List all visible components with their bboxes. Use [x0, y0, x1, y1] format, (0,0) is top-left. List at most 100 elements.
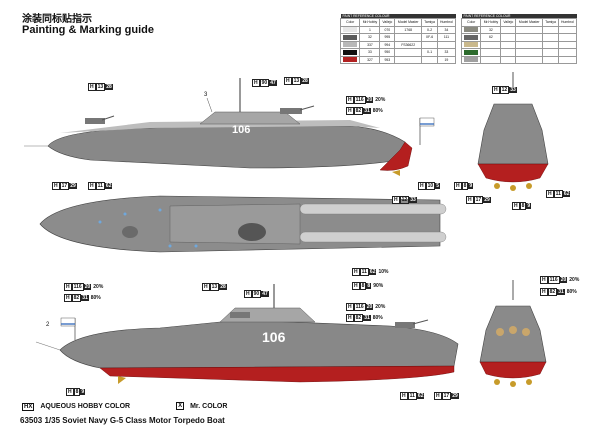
color-swatch: [464, 42, 479, 48]
code-h-prefix: H: [346, 302, 354, 311]
code-h-prefix: H: [352, 281, 360, 290]
product-title: 63503 1/35 Soviet Navy G-5 Class Motor T…: [20, 416, 225, 425]
code-m-number: 62: [368, 268, 377, 275]
code-h-prefix: H: [346, 313, 354, 322]
title-en: Painting & Marking guide: [22, 24, 155, 36]
side-view-top: 106 3: [24, 78, 435, 176]
code-h-number: 116: [353, 302, 366, 311]
front-view-bottom: [479, 280, 547, 387]
paint-table-row: 62: [460, 33, 578, 42]
code-m-number: 47: [269, 79, 277, 86]
code-percent: 80%: [566, 288, 577, 295]
code-m-number: 62: [416, 392, 425, 399]
legend-m-box: X: [176, 402, 185, 410]
paint-table-cell: [557, 55, 578, 64]
code-m-number: 62: [104, 182, 113, 189]
color-swatch: [343, 49, 358, 55]
code-h-number: 82: [353, 106, 364, 115]
color-swatch: [464, 57, 479, 63]
code-h-prefix: H: [88, 181, 96, 190]
code-h-number: 82: [353, 313, 364, 322]
paint-table-title: PAINT REFERENCE COLOUR: [340, 14, 456, 19]
hull-number-top: 106: [232, 124, 250, 136]
color-swatch: [464, 27, 479, 33]
paint-table-cell: [515, 55, 544, 64]
code-h-number: 12: [399, 195, 410, 204]
code-m-number: 33: [509, 86, 517, 93]
code-m-number: 20: [559, 276, 568, 283]
callout-2: 2: [46, 322, 50, 328]
code-m-number: 28: [219, 283, 227, 290]
code-h-number: 116: [353, 95, 366, 104]
code-m-number: 5: [435, 182, 440, 189]
paint-table-cell: [394, 55, 423, 64]
legend-h-box: HX: [22, 402, 35, 411]
code-percent: 90%: [373, 282, 384, 289]
code-h-number: 8: [519, 201, 527, 210]
code-m-number: 29: [69, 182, 77, 189]
code-percent: 20%: [375, 96, 386, 103]
code-m-number: 47: [261, 290, 269, 297]
code-m-number: 20: [365, 96, 374, 103]
code-m-number: 28: [301, 77, 309, 84]
top-view: [39, 195, 447, 253]
code-m-number: 29: [451, 392, 459, 399]
code-percent: 20%: [375, 303, 386, 310]
legend-m-label: Mr. COLOR: [190, 402, 228, 410]
code-h-prefix: H: [540, 287, 548, 296]
color-swatch: [464, 49, 479, 55]
code-m-number: 31: [557, 288, 565, 295]
code-percent: 20%: [93, 283, 104, 290]
hull-number-bottom: 106: [262, 329, 286, 345]
code-h-prefix: H: [540, 275, 548, 284]
code-h-prefix: H: [64, 282, 72, 291]
paint-table-title: PAINT REFERENCE COLOUR: [461, 14, 577, 19]
code-m-number: 33: [409, 196, 417, 203]
code-m-number: 31: [363, 314, 371, 321]
code-h-number: 82: [547, 287, 558, 296]
code-h-number: 17: [473, 195, 484, 204]
code-h-prefix: H: [52, 181, 60, 190]
code-m-number: 9: [80, 388, 86, 395]
color-legend: HX AQUEOUS HOBBY COLOR X Mr. COLOR: [22, 402, 228, 411]
code-percent: 80%: [372, 107, 383, 114]
code-h-number: 11: [553, 189, 563, 198]
code-h-prefix: H: [546, 189, 554, 198]
code-percent: 20%: [569, 276, 580, 283]
color-swatch: [343, 57, 358, 63]
code-h-prefix: H: [392, 195, 400, 204]
code-h-number: 116: [547, 275, 560, 284]
code-h-number: 11: [359, 267, 369, 276]
code-h-prefix: H: [434, 391, 442, 400]
code-m-number: 20: [365, 303, 374, 310]
code-h-prefix: H: [454, 181, 462, 190]
title-cn: 涂装同标贴指示: [22, 14, 92, 25]
code-m-number: 29: [483, 196, 491, 203]
code-h-number: 11: [95, 181, 105, 190]
code-m-number: 8: [366, 282, 372, 289]
front-view-top: [477, 72, 549, 191]
code-h-prefix: H: [244, 289, 252, 298]
